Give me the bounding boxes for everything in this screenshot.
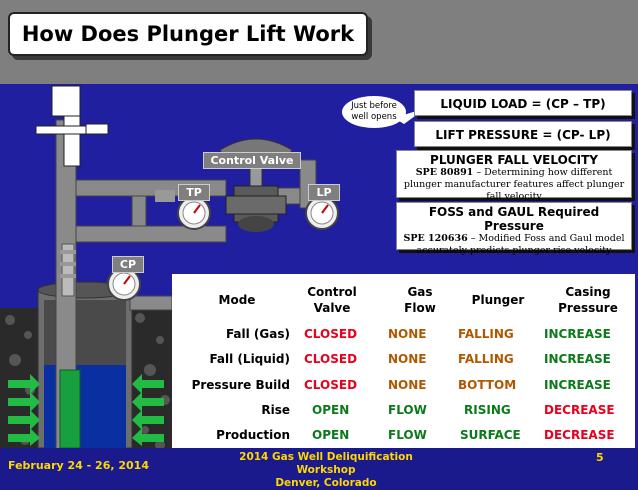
control-valve-label: Control Valve: [203, 152, 301, 169]
footer-event-location: Denver, Colorado: [275, 477, 377, 489]
liquid-load-text: LIQUID LOAD = (CP – TP): [440, 97, 606, 111]
header-control-valve: Control Valve: [292, 284, 372, 316]
plunger: [61, 243, 75, 297]
liquid-load-panel: LIQUID LOAD = (CP – TP): [414, 90, 632, 116]
lp-gauge: [305, 196, 339, 230]
foss-gaul-text: – Modified Foss and Gaul model accuratel…: [416, 233, 625, 256]
row-gas: NONE: [388, 378, 427, 392]
row-mode: Production: [216, 428, 290, 442]
fall-velocity-title: PLUNGER FALL VELOCITY: [430, 153, 598, 167]
row-gas: NONE: [388, 352, 427, 366]
inflow-arrows: [8, 374, 164, 446]
row-casing: INCREASE: [544, 352, 611, 366]
row-valve: CLOSED: [304, 378, 358, 392]
row-plunger: FALLING: [458, 352, 514, 366]
header-valve: Valve: [313, 301, 351, 315]
table-header: Mode Control Valve Gas Flow Plunger Casi…: [172, 274, 635, 326]
row-valve: CLOSED: [304, 352, 358, 366]
header-gas: Gas: [407, 285, 433, 299]
table-row: Rise OPEN FLOW RISING DECREASE: [172, 398, 635, 423]
page-number: 5: [596, 451, 604, 464]
row-casing: DECREASE: [544, 428, 615, 442]
row-plunger: RISING: [464, 403, 511, 417]
row-valve: CLOSED: [304, 327, 358, 341]
fall-velocity-text: – Determining how different plunger manu…: [403, 167, 625, 202]
row-valve: OPEN: [312, 428, 350, 442]
foss-gaul-title: FOSS and GAUL Required Pressure: [428, 205, 600, 233]
row-casing: INCREASE: [544, 327, 611, 341]
row-gas: FLOW: [388, 428, 427, 442]
table-row: Production OPEN FLOW SURFACE DECREASE: [172, 423, 635, 448]
header-gas-flow: Gas Flow: [380, 284, 460, 316]
header-plunger: Plunger: [471, 293, 525, 307]
row-plunger: FALLING: [458, 327, 514, 341]
wellhead-diagram: [0, 85, 426, 451]
callout-line2: well opens: [351, 112, 397, 122]
row-plunger: SURFACE: [460, 428, 521, 442]
mode-table: Mode Control Valve Gas Flow Plunger Casi…: [172, 274, 635, 448]
table-row: Pressure Build CLOSED NONE BOTTOM INCREA…: [172, 373, 635, 398]
row-casing: DECREASE: [544, 403, 615, 417]
row-mode: Fall (Liquid): [209, 352, 290, 366]
slide-title: How Does Plunger Lift Work: [8, 12, 368, 56]
header-casing-pressure: Casing Pressure: [544, 284, 632, 316]
tp-gauge: [155, 190, 211, 230]
table-row: Fall (Liquid) CLOSED NONE FALLING INCREA…: [172, 347, 635, 372]
fall-velocity-spe: SPE 80891: [415, 167, 474, 178]
row-plunger: BOTTOM: [458, 378, 517, 392]
row-mode: Pressure Build: [191, 378, 290, 392]
table-row: Fall (Gas) CLOSED NONE FALLING INCREASE: [172, 322, 635, 347]
fall-velocity-panel: PLUNGER FALL VELOCITY SPE 80891 – Determ…: [396, 150, 632, 202]
header-pressure: Pressure: [558, 301, 618, 315]
footer-band: [0, 448, 638, 478]
footer-event-name: 2014 Gas Well Deliquification Workshop: [239, 451, 413, 476]
lift-pressure-panel: LIFT PRESSURE = (CP- LP): [414, 121, 632, 147]
row-mode: Fall (Gas): [225, 327, 290, 341]
tp-label: TP: [178, 184, 210, 201]
footer-event: 2014 Gas Well Deliquification Workshop D…: [208, 451, 444, 490]
callout-bubble: Just before well opens: [342, 96, 406, 128]
lubricator: [51, 85, 81, 117]
header-control: Control: [307, 285, 357, 299]
header-casing: Casing: [565, 285, 611, 299]
foss-gaul-panel: FOSS and GAUL Required Pressure SPE 1206…: [396, 202, 632, 256]
row-mode: Rise: [261, 403, 290, 417]
row-gas: FLOW: [388, 403, 427, 417]
cp-label: CP: [112, 256, 144, 273]
row-valve: OPEN: [312, 403, 350, 417]
callout-line1: Just before: [351, 101, 397, 111]
header-mode: Mode: [218, 293, 256, 307]
lift-pressure-text: LIFT PRESSURE = (CP- LP): [435, 128, 611, 142]
header-flow: Flow: [404, 301, 436, 315]
row-gas: NONE: [388, 327, 427, 341]
footer-date: February 24 - 26, 2014: [8, 459, 149, 472]
lp-label: LP: [308, 184, 340, 201]
foss-gaul-spe: SPE 120636: [403, 233, 468, 244]
cp-gauge: [107, 267, 141, 301]
row-casing: INCREASE: [544, 378, 611, 392]
